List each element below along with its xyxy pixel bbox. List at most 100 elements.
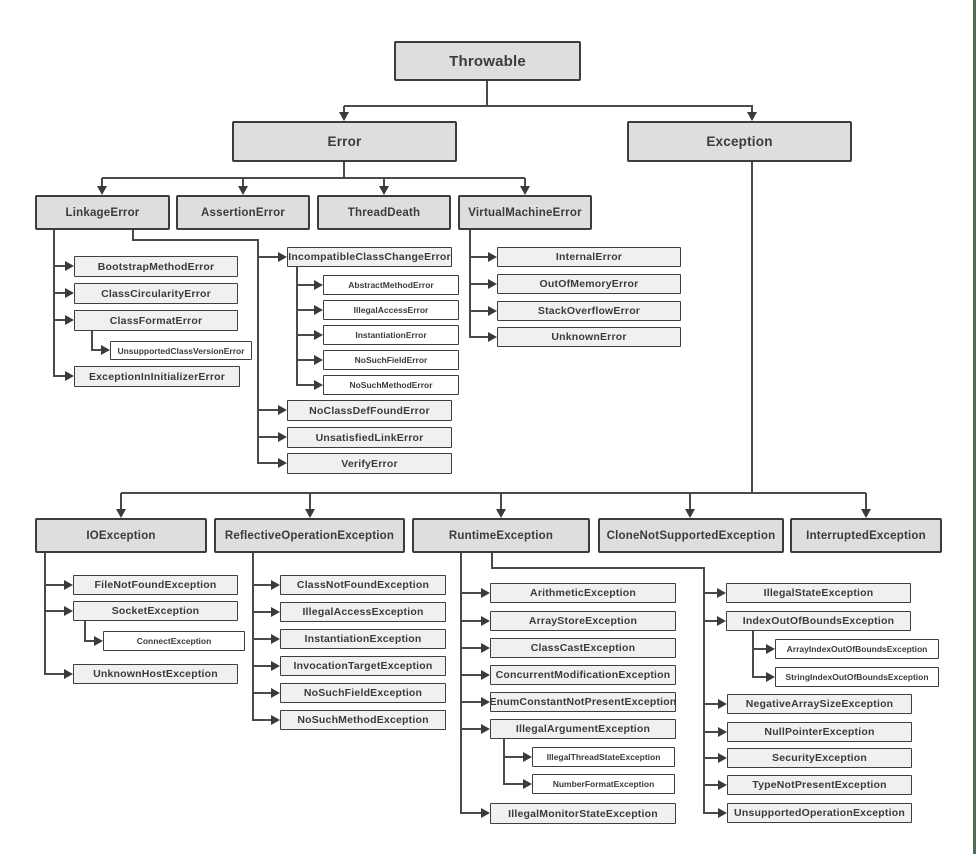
connector-line: [492, 567, 705, 569]
arrowhead-icon: [481, 670, 490, 680]
node-file-not-found-exception: FileNotFoundException: [73, 575, 238, 595]
node-label: AssertionError: [201, 206, 285, 219]
node-unknown-error: UnknownError: [497, 327, 681, 347]
node-class-cast-exception: ClassCastException: [490, 638, 676, 658]
node-stack-overflow-error: StackOverflowError: [497, 301, 681, 321]
connector-line: [242, 178, 244, 187]
arrowhead-icon: [278, 458, 287, 468]
node-label: IllegalMonitorStateException: [508, 807, 658, 820]
node-illegal-access-exception: IllegalAccessException: [280, 602, 446, 622]
node-class-format-error: ClassFormatError: [74, 310, 238, 331]
arrowhead-icon: [718, 727, 727, 737]
connector-line: [253, 692, 272, 694]
connector-line: [297, 359, 315, 361]
node-abstract-method-error: AbstractMethodError: [323, 275, 459, 295]
node-no-such-method-error: NoSuchMethodError: [323, 375, 459, 395]
node-label: UnsupportedOperationException: [734, 807, 905, 819]
connector-line: [460, 553, 462, 814]
connector-line: [753, 676, 767, 678]
node-label: IOException: [86, 529, 156, 542]
connector-line: [504, 756, 524, 758]
arrowhead-icon: [718, 780, 727, 790]
node-reflective-operation-exception: ReflectiveOperationException: [214, 518, 405, 553]
connector-line: [383, 178, 385, 187]
node-label: NumberFormatException: [552, 779, 655, 789]
connector-line: [753, 648, 767, 650]
arrowhead-icon: [278, 252, 287, 262]
arrowhead-icon: [766, 644, 775, 654]
node-label: UnsatisfiedLinkError: [315, 431, 424, 444]
arrowhead-icon: [685, 509, 695, 518]
connector-line: [751, 162, 753, 494]
connector-line: [504, 783, 524, 785]
arrowhead-icon: [481, 724, 490, 734]
connector-line: [704, 620, 718, 622]
arrowhead-icon: [718, 699, 727, 709]
arrowhead-icon: [64, 606, 73, 616]
arrowhead-icon: [271, 715, 280, 725]
arrowhead-icon: [481, 643, 490, 653]
connector-line: [503, 739, 505, 785]
arrowhead-icon: [271, 634, 280, 644]
arrowhead-icon: [488, 306, 497, 316]
node-throwable: Throwable: [394, 41, 581, 81]
arrowhead-icon: [481, 588, 490, 598]
node-verify-error: VerifyError: [287, 453, 452, 474]
connector-line: [92, 349, 102, 351]
arrowhead-icon: [314, 355, 323, 365]
node-label: IllegalArgumentException: [515, 723, 651, 735]
arrowhead-icon: [64, 580, 73, 590]
node-assertion-error: AssertionError: [176, 195, 310, 230]
node-interrupted-exception: InterruptedException: [790, 518, 942, 553]
connector-line: [704, 703, 719, 705]
node-incompatible-class-change-error: IncompatibleClassChangeError: [287, 247, 452, 267]
node-label: IllegalThreadStateException: [546, 752, 661, 762]
node-label: NoSuchMethodException: [297, 714, 429, 726]
node-label: NullPointerException: [764, 726, 875, 738]
connector-line: [470, 256, 489, 258]
connector-line: [253, 584, 272, 586]
arrowhead-icon: [271, 607, 280, 617]
node-label: ClassCastException: [530, 642, 636, 654]
connector-line: [461, 701, 482, 703]
arrowhead-icon: [64, 669, 73, 679]
arrowhead-icon: [271, 661, 280, 671]
connector-line: [132, 230, 134, 241]
connector-line: [704, 592, 718, 594]
connector-line: [258, 256, 279, 258]
node-negative-array-size-exception: NegativeArraySizeException: [727, 694, 912, 714]
connector-line: [461, 620, 482, 622]
arrowhead-icon: [766, 672, 775, 682]
node-error: Error: [232, 121, 457, 162]
node-null-pointer-exception: NullPointerException: [727, 722, 912, 742]
connector-line: [524, 178, 526, 187]
connector-line: [470, 283, 489, 285]
connector-line: [54, 265, 66, 267]
node-clone-not-supported-exception: CloneNotSupportedException: [598, 518, 784, 553]
node-label: InstantiationError: [355, 330, 427, 340]
node-no-such-field-exception: NoSuchFieldException: [280, 683, 446, 703]
connector-line: [461, 647, 482, 649]
connector-line: [258, 409, 279, 411]
connector-line: [344, 105, 753, 107]
node-arithmetic-exception: ArithmeticException: [490, 583, 676, 603]
node-exception-in-initializer-error: ExceptionInInitializerError: [74, 366, 240, 387]
node-linkage-error: LinkageError: [35, 195, 170, 230]
connector-line: [258, 436, 279, 438]
node-array-index-out-of-bounds-exception: ArrayIndexOutOfBoundsException: [775, 639, 939, 659]
node-thread-death: ThreadDeath: [317, 195, 451, 230]
node-exception: Exception: [627, 121, 852, 162]
connector-line: [101, 178, 103, 187]
connector-line: [689, 493, 691, 510]
node-label: ExceptionInInitializerError: [88, 370, 226, 383]
node-virtual-machine-error: VirtualMachineError: [458, 195, 592, 230]
connector-line: [121, 492, 866, 494]
connector-line: [53, 230, 55, 377]
node-label: VerifyError: [341, 457, 398, 470]
connector-line: [704, 784, 719, 786]
node-no-such-method-exception: NoSuchMethodException: [280, 710, 446, 730]
arrowhead-icon: [339, 112, 349, 121]
connector-line: [54, 292, 66, 294]
node-label: ReflectiveOperationException: [224, 529, 395, 542]
